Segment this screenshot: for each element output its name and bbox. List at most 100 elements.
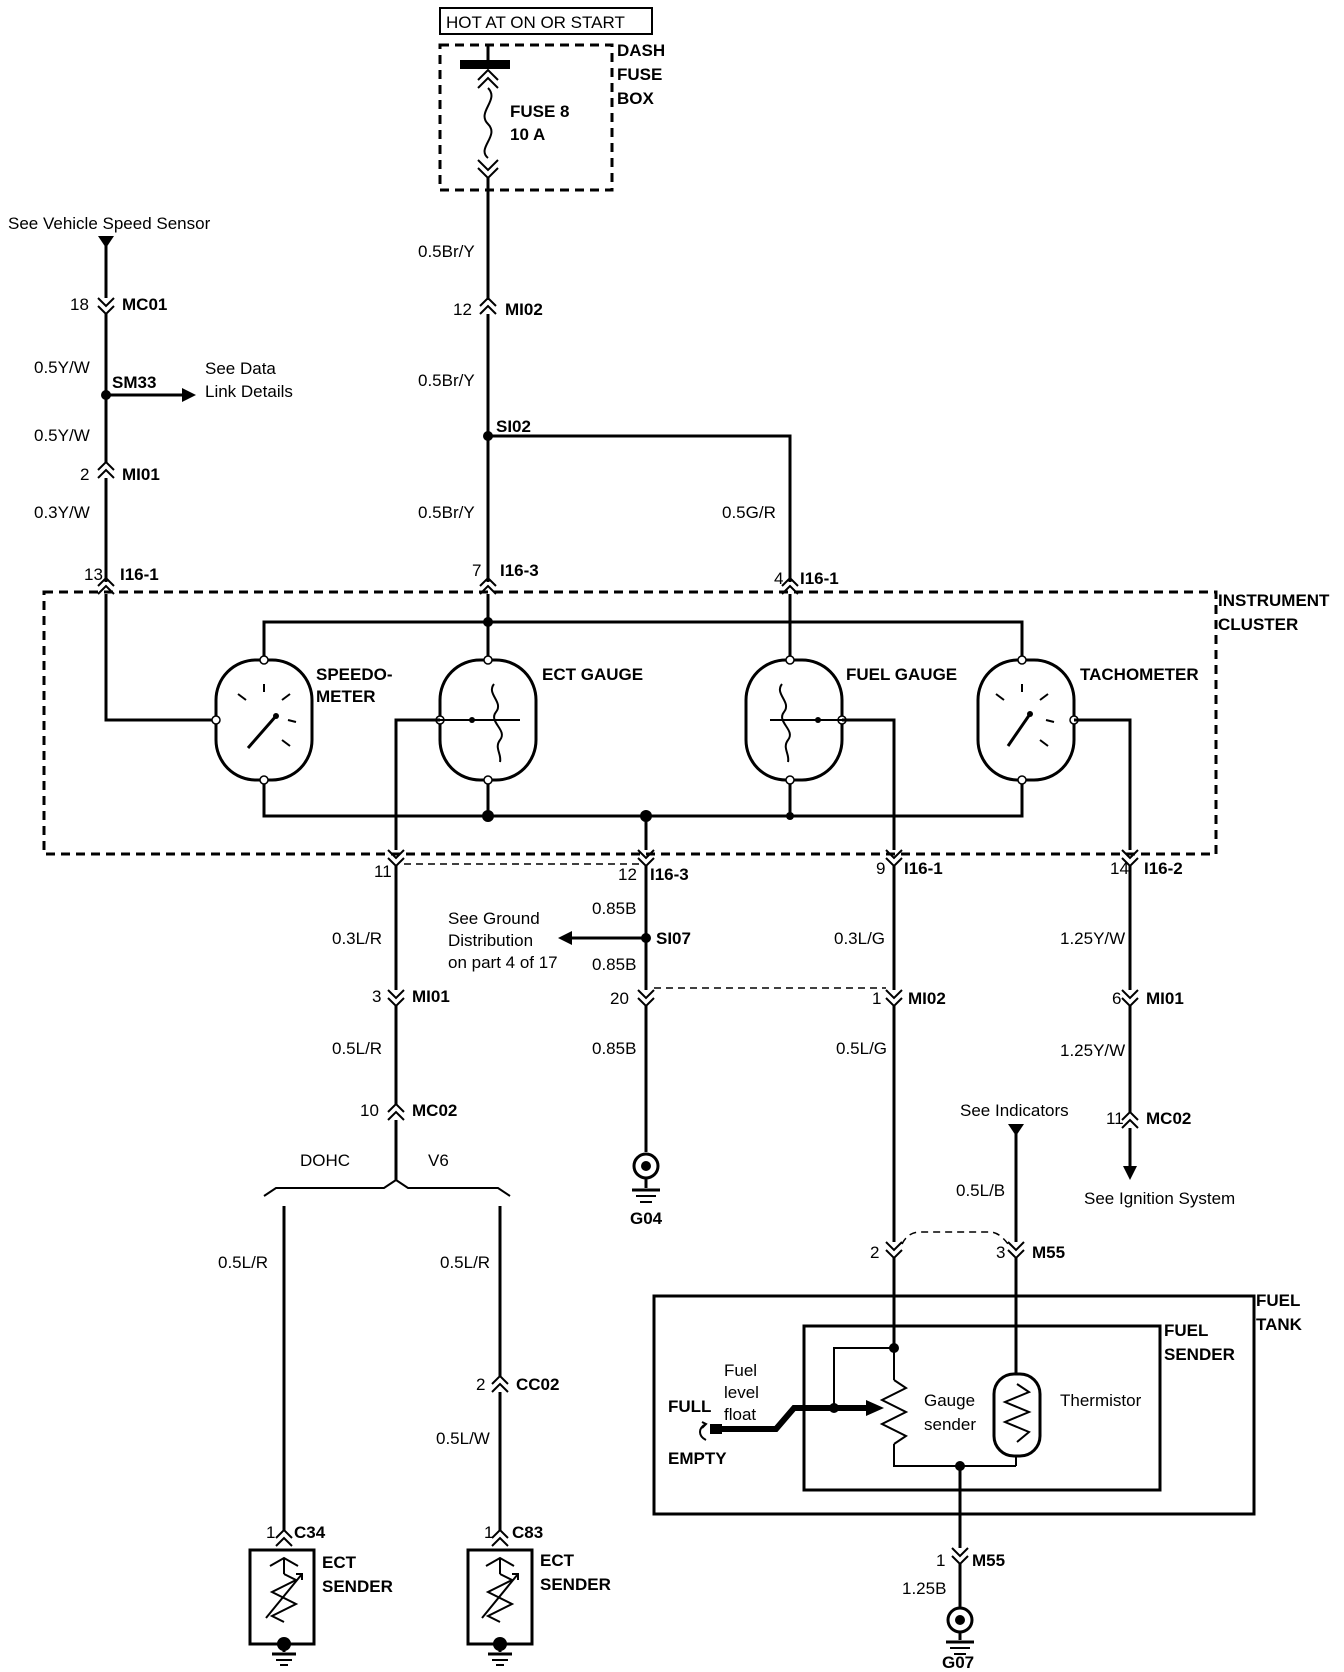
wire-label: 0.5L/R <box>440 1253 490 1272</box>
fuel-tank-box <box>652 1294 1256 1516</box>
pin-label: 2 <box>870 1243 879 1262</box>
pin-label: 1 <box>936 1551 945 1570</box>
ground-label: G07 <box>942 1653 974 1672</box>
fuse-rating: 10 A <box>510 125 545 144</box>
fuse-connector-bottom <box>477 159 499 180</box>
speedometer-gauge <box>211 655 314 785</box>
float-label: Fuel <box>724 1361 757 1380</box>
ref-indicators: See Indicators <box>960 1101 1069 1120</box>
connector-mi01: MI01 <box>412 987 450 1006</box>
speedometer-label: METER <box>316 687 376 706</box>
dash-fuse-box <box>438 43 614 192</box>
wire-label: 0.5Br/Y <box>418 503 475 522</box>
wire-label: 0.5L/R <box>332 1039 382 1058</box>
source-box <box>439 7 653 35</box>
ground-g04 <box>632 1152 660 1203</box>
ect-gauge-label: ECT GAUGE <box>542 665 643 684</box>
variant-brace <box>263 1178 511 1197</box>
pin-label: 18 <box>70 295 89 314</box>
splice-label: SI02 <box>496 417 531 436</box>
ref-ground-distribution: See Ground <box>448 909 540 928</box>
pin-label: 12 <box>453 300 472 319</box>
ground-label: G04 <box>630 1209 663 1228</box>
connector-i16-1: I16-1 <box>800 569 839 588</box>
pin-label: 9 <box>876 859 885 878</box>
ref-ground-distribution: on part 4 of 17 <box>448 953 558 972</box>
connector-mi01: MI01 <box>122 465 160 484</box>
pin-label: 14 <box>1110 859 1129 878</box>
ref-ground-distribution: Distribution <box>448 931 533 950</box>
connector-m55: M55 <box>972 1551 1005 1570</box>
gauge-sender-label: Gauge <box>924 1391 975 1410</box>
variant-dohc: DOHC <box>300 1151 350 1170</box>
gauge-sender-resistor <box>879 1348 1016 1467</box>
ref-data-link: See Data <box>205 359 276 378</box>
float-full-label: FULL <box>668 1397 711 1416</box>
ect-sender-label: ECT <box>540 1551 575 1570</box>
float-label: float <box>724 1405 756 1424</box>
cluster-title: INSTRUMENT <box>1218 591 1330 610</box>
thermistor <box>992 1372 1042 1466</box>
connector-m55: M55 <box>1032 1243 1065 1262</box>
wire-label: 0.5L/W <box>436 1429 490 1448</box>
float-label: level <box>724 1383 759 1402</box>
connector-mc02: MC02 <box>412 1101 457 1120</box>
connector-i16-3: I16-3 <box>650 865 689 884</box>
connector-cc02: CC02 <box>516 1375 559 1394</box>
pin-label: 4 <box>774 569 783 588</box>
wire-label: 0.5Y/W <box>34 426 90 445</box>
thermistor-label: Thermistor <box>1060 1391 1142 1410</box>
connector-c34: C34 <box>294 1523 326 1542</box>
connector-mi02: MI02 <box>908 989 946 1008</box>
fuel-gauge-label: FUEL GAUGE <box>846 665 957 684</box>
ect-sender-label: SENDER <box>322 1577 393 1596</box>
splice-label: SI07 <box>656 929 691 948</box>
gauge-sender-label: sender <box>924 1415 976 1434</box>
speedometer-label: SPEEDO- <box>316 665 393 684</box>
pin-label: 1 <box>872 989 881 1008</box>
float-empty-label: EMPTY <box>668 1449 727 1468</box>
pin-label: 3 <box>372 987 381 1006</box>
fuel-tank-label: FUEL <box>1256 1291 1300 1310</box>
instrument-cluster-box <box>42 590 1218 856</box>
wire-label: 0.85B <box>592 899 636 918</box>
fuse-name: FUSE 8 <box>510 102 570 121</box>
fuse-box-label-3: BOX <box>617 89 655 108</box>
pin-label: 7 <box>472 561 481 580</box>
pin-label: 13 <box>84 565 103 584</box>
fuel-level-float <box>699 1400 884 1441</box>
pin-label: 2 <box>476 1375 485 1394</box>
wire-label: 0.5L/R <box>218 1253 268 1272</box>
fuel-tank-label: TANK <box>1256 1315 1303 1334</box>
tachometer-label: TACHOMETER <box>1080 665 1199 684</box>
wire-label: 0.5Y/W <box>34 358 90 377</box>
ground-g07 <box>946 1606 974 1655</box>
fuel-sender-label: FUEL <box>1164 1321 1208 1340</box>
connector-mi01: MI01 <box>1146 989 1184 1008</box>
connector-i16-1: I16-1 <box>120 565 159 584</box>
connector-mi02: MI02 <box>505 300 543 319</box>
fuse-connector-top <box>477 68 499 89</box>
source-label: HOT AT ON OR START <box>446 13 625 32</box>
wire-label: 0.85B <box>592 1039 636 1058</box>
ref-data-link: Link Details <box>205 382 293 401</box>
pin-label: 12 <box>618 865 637 884</box>
ect-sender-dohc <box>248 1548 316 1666</box>
cluster-title: CLUSTER <box>1218 615 1298 634</box>
wire-label: 0.3L/R <box>332 929 382 948</box>
splice-label: SM33 <box>112 373 156 392</box>
pin-label: 2 <box>80 465 89 484</box>
fuse-8 <box>483 87 493 159</box>
tachometer-gauge <box>976 655 1079 785</box>
bus-bar <box>460 60 510 69</box>
pin-label: 6 <box>1112 989 1121 1008</box>
connector-mc02: MC02 <box>1146 1109 1191 1128</box>
connector-c83: C83 <box>512 1523 543 1542</box>
ect-gauge <box>435 655 538 785</box>
wire-label: 0.85B <box>592 955 636 974</box>
ref-ignition: See Ignition System <box>1084 1189 1235 1208</box>
wire-label: 0.5L/G <box>836 1039 887 1058</box>
pin-label: 10 <box>360 1101 379 1120</box>
fuse-box-label-2: FUSE <box>617 65 662 84</box>
